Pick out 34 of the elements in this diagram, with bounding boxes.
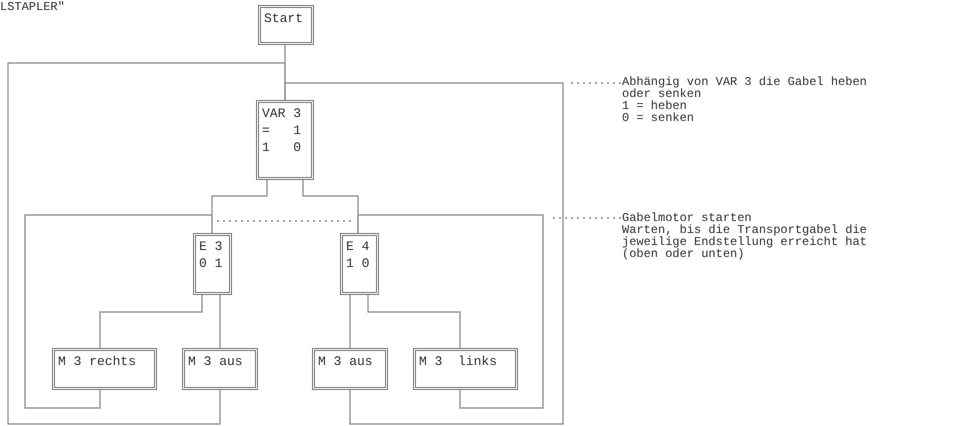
process-box [413, 348, 518, 390]
box-label: VAR 3 [262, 105, 302, 122]
input-box [193, 233, 232, 295]
connector-line [357, 214, 544, 409]
box-label: M 3 rechts [58, 353, 138, 370]
connector-line [367, 295, 461, 348]
box-label: Start [264, 10, 304, 27]
box-label: M 3 aus [318, 353, 374, 370]
note-text: 1 = heben [622, 100, 687, 112]
connector-line [7, 62, 286, 425]
process-box [52, 348, 157, 390]
input-box [340, 233, 379, 295]
box-label: E 3 [199, 238, 224, 255]
note-text: Warten, bis die Transportgabel die jeweilige Endstellung erreicht hat (oben oder unten) [622, 224, 868, 260]
box-label: E 4 [346, 238, 370, 255]
connector-line [99, 295, 203, 348]
process-box [182, 348, 258, 390]
box-label: 1 0 [346, 255, 370, 272]
note-text: Abhängig von VAR 3 die Gabel heben oder senken [622, 76, 868, 100]
start-box [258, 5, 314, 45]
connector-line [24, 214, 213, 409]
connector-line [284, 82, 564, 425]
box-label: = 1 [262, 122, 302, 139]
note-text: 0 = senken [622, 112, 696, 124]
box-label: M 3 links [419, 353, 498, 370]
title-fragment: LSTAPLER" [0, 0, 65, 14]
connector-line [349, 295, 351, 348]
branch-box [256, 100, 314, 180]
connector-line [219, 295, 221, 348]
box-label: 1 0 [262, 139, 302, 156]
box-label: M 3 aus [188, 353, 244, 370]
box-label: 0 1 [199, 255, 224, 272]
process-box [312, 348, 388, 390]
note-text: Gabelmotor starten [622, 212, 752, 224]
